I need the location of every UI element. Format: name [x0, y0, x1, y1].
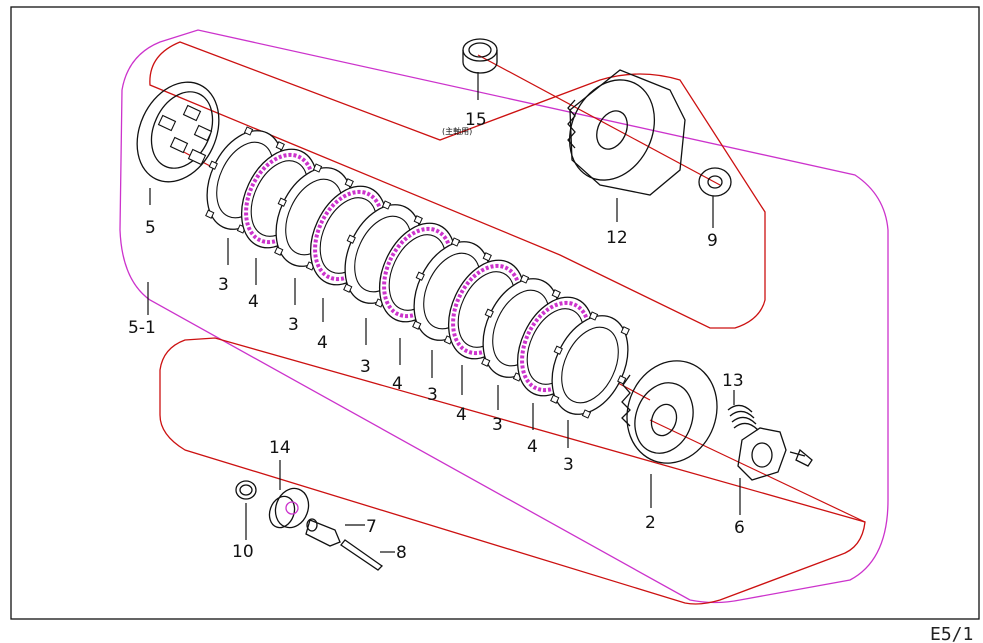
callout-14: 14 — [269, 438, 291, 458]
callout-2: 2 — [645, 513, 656, 533]
callout-4-e: 4 — [527, 437, 538, 457]
callout-5: 5 — [145, 218, 156, 238]
drawing-frame — [10, 6, 980, 620]
callout-6: 6 — [734, 518, 745, 538]
callout-8: 8 — [396, 543, 407, 563]
callout-labels: 5 5-1 15 (主軸用) 12 9 13 2 6 14 7 8 10 3 4… — [128, 110, 745, 563]
pushrod-piece-part — [305, 518, 341, 547]
clutch-hub-part — [621, 360, 718, 464]
callout-3-c: 3 — [360, 357, 371, 377]
axis-line-top — [477, 54, 721, 186]
callout-4-a: 4 — [248, 292, 259, 312]
axis-line-bottom — [649, 419, 866, 523]
callout-5-1: 5-1 — [128, 318, 156, 338]
leader-lines — [147, 72, 741, 553]
bushing-part — [462, 38, 498, 74]
callout-4-d: 4 — [456, 405, 467, 425]
callout-10: 10 — [232, 542, 254, 562]
callout-4-b: 4 — [317, 333, 328, 353]
housing-outline-red — [149, 41, 766, 329]
callout-12: 12 — [606, 228, 628, 248]
callout-9: 9 — [707, 231, 718, 251]
callout-15: 15 — [465, 110, 487, 130]
callout-3-a: 3 — [218, 275, 229, 295]
lifter-plate-part — [737, 427, 813, 481]
callout-3-f: 3 — [563, 455, 574, 475]
circlip-part — [235, 480, 257, 500]
pressure-plate-part — [136, 81, 220, 183]
callout-13: 13 — [722, 371, 744, 391]
clutch-housing-part — [567, 69, 686, 196]
sheet-id: E5/1 — [930, 624, 973, 643]
callout-4-c: 4 — [392, 374, 403, 394]
clutch-plate-stack — [205, 126, 630, 419]
callout-3-b: 3 — [288, 315, 299, 335]
pushrod-part — [340, 539, 384, 571]
washer-part — [698, 167, 732, 197]
callout-7: 7 — [366, 517, 377, 537]
callout-15-note: (主軸用) — [442, 126, 472, 136]
shaft-outline-red — [159, 337, 866, 605]
assembly-outline-magenta — [119, 29, 889, 604]
steel-plate — [550, 311, 630, 419]
callout-3-e: 3 — [492, 415, 503, 435]
bearing-part — [268, 487, 310, 529]
callout-3-d: 3 — [427, 385, 438, 405]
spring-part — [727, 404, 759, 431]
